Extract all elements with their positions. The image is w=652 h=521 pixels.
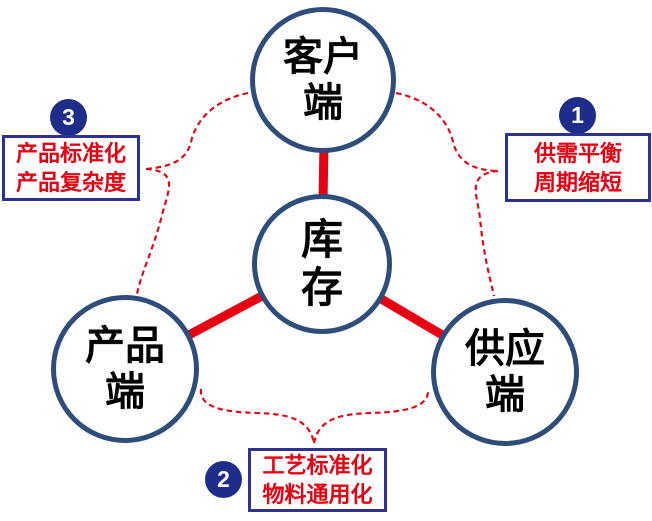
node-product-label: 产品 端 (85, 324, 165, 414)
badge-1: 1 (559, 97, 596, 134)
callout-process-standardization: 工艺标准化 物料通用化 (248, 448, 387, 512)
node-inventory: 库 存 (252, 194, 392, 334)
brace-left (135, 91, 249, 295)
badge-1-number: 1 (571, 102, 584, 128)
brace-right (395, 91, 499, 297)
node-inventory-label: 库 存 (300, 216, 343, 311)
node-customer-label: 客户 端 (283, 35, 363, 125)
callout-product-standardization: 产品标准化 产品复杂度 (2, 135, 140, 201)
node-customer: 客户 端 (250, 7, 396, 153)
badge-3-number: 3 (62, 104, 75, 130)
badge-3: 3 (50, 99, 87, 136)
callout-3-label: 产品标准化 产品复杂度 (15, 141, 126, 195)
callout-1-label: 供需平衡 周期缩短 (533, 140, 622, 195)
callout-2-label: 工艺标准化 物料通用化 (262, 453, 373, 507)
badge-2-number: 2 (217, 466, 230, 492)
node-supply-label: 供应 端 (465, 327, 545, 417)
node-supply: 供应 端 (431, 298, 579, 446)
callout-supply-demand-balance: 供需平衡 周期缩短 (505, 133, 651, 202)
brace-bottom (199, 388, 430, 444)
node-product: 产品 端 (51, 295, 199, 443)
badge-2: 2 (205, 461, 242, 498)
